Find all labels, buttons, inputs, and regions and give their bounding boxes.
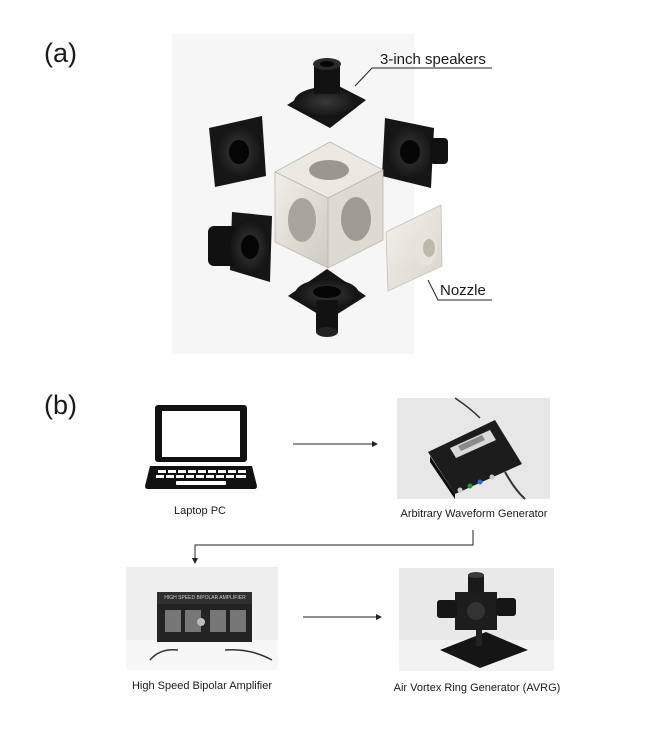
laptop-icon (145, 405, 257, 489)
nozzle (385, 204, 443, 292)
lower-left-speaker (208, 212, 272, 282)
amplifier-panel-label: HIGH SPEED BIPOLAR AMPLIFIER (164, 595, 246, 601)
top-speaker (287, 58, 366, 128)
nozzle-callout: Nozzle (440, 282, 486, 299)
avrg-photo (399, 568, 554, 671)
upper-right-speaker (382, 118, 448, 188)
amplifier-caption: High Speed Bipolar Amplifier (131, 680, 273, 692)
nozzle-leader-line (427, 279, 492, 301)
speakers-callout: 3-inch speakers (380, 51, 486, 68)
laptop-caption: Laptop PC (174, 505, 226, 517)
flow-arrows (192, 441, 474, 620)
bottom-speaker (288, 269, 366, 337)
panel-b-label: (b) (44, 390, 77, 420)
panel-a-label: (a) (44, 38, 77, 68)
amplifier-photo (126, 567, 278, 670)
central-cube (274, 141, 384, 269)
avrg-caption: Air Vortex Ring Generator (AVRG) (393, 682, 561, 694)
upper-left-speaker (209, 116, 266, 187)
awg-caption: Arbitrary Waveform Generator (400, 508, 548, 520)
speakers-leader-line (354, 67, 492, 87)
awg-photo (397, 397, 550, 500)
